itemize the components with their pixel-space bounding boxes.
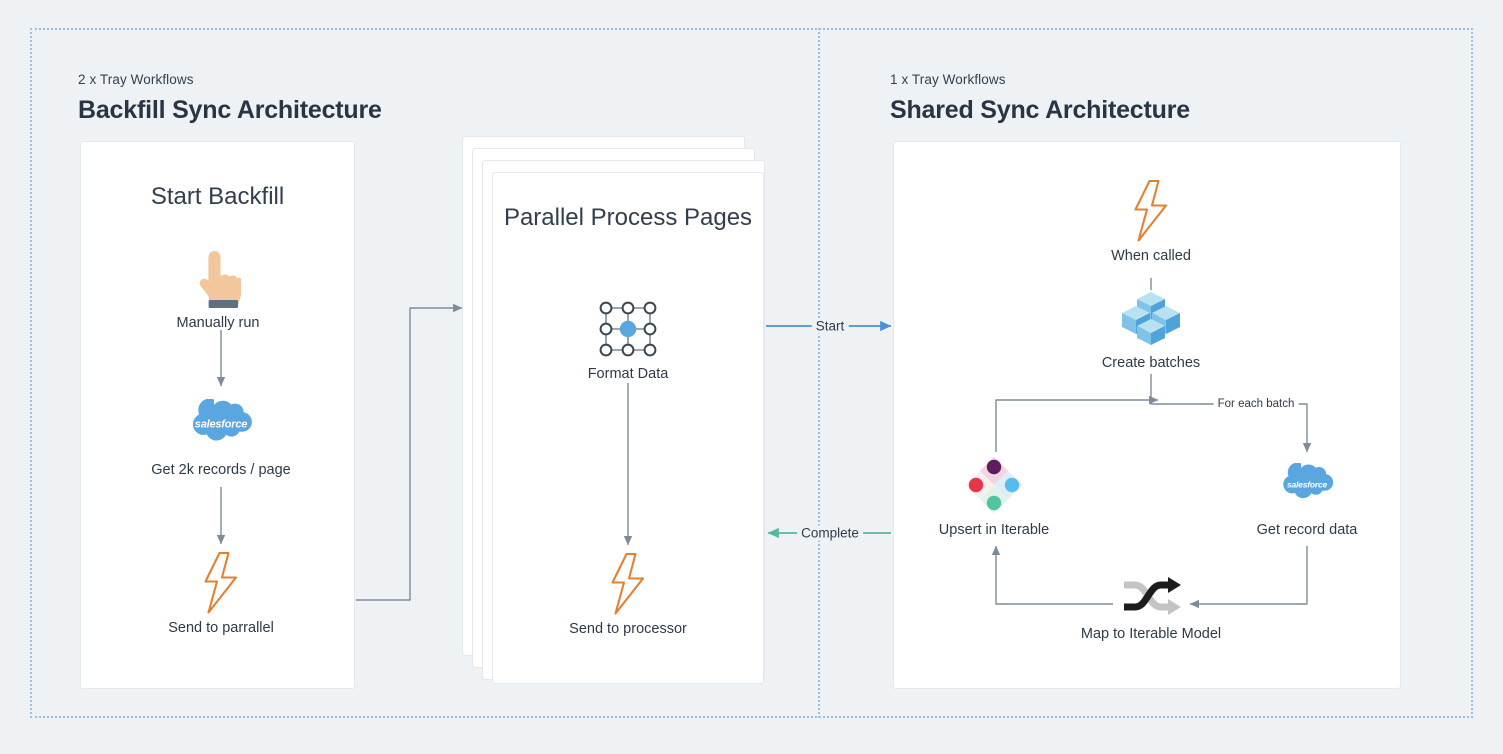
complete-connector-label: Complete <box>797 525 863 541</box>
node-label: Map to Iterable Model <box>1080 626 1222 642</box>
node-map-to-iterable-model[interactable]: Map to Iterable Model <box>1031 570 1271 642</box>
for-each-batch-label: For each batch <box>1213 398 1299 410</box>
node-send-to-parallel[interactable]: Send to parrallel <box>101 550 341 636</box>
node-label: Send to processor <box>569 621 687 637</box>
backfill-card: Start Backfill <box>80 141 355 689</box>
backfill-card-title: Start Backfill <box>150 183 285 210</box>
cubes-icon <box>1031 285 1271 351</box>
node-upsert-in-iterable[interactable]: Upsert in Iterable <box>874 452 1114 538</box>
node-manually-run[interactable]: Manually run <box>98 245 338 331</box>
salesforce-cloud-icon: salesforce <box>1187 452 1427 518</box>
node-grid-icon <box>508 296 748 362</box>
salesforce-wordmark: salesforce <box>194 418 248 431</box>
salesforce-wordmark: salesforce <box>1286 479 1328 490</box>
node-label: Format Data <box>587 366 669 382</box>
node-label: Manually run <box>176 315 260 331</box>
lightning-bolt-icon <box>508 551 748 617</box>
node-create-batches[interactable]: Create batches <box>1031 285 1271 371</box>
node-label: Create batches <box>1101 355 1201 371</box>
node-format-data[interactable]: Format Data <box>508 296 748 382</box>
lightning-bolt-icon <box>1031 178 1271 244</box>
left-section-title: Backfill Sync Architecture <box>78 96 382 124</box>
right-section-title: Shared Sync Architecture <box>890 96 1190 124</box>
start-connector-label: Start <box>811 318 849 334</box>
iterable-logo-icon <box>874 452 1114 518</box>
node-label: Send to parrallel <box>168 620 274 636</box>
node-get-record-data[interactable]: salesforce Get record data <box>1187 452 1427 538</box>
node-label: When called <box>1111 248 1191 264</box>
node-label: Get record data <box>1256 522 1358 538</box>
lightning-bolt-icon <box>101 550 341 616</box>
shuffle-icon <box>1031 570 1271 622</box>
pointing-hand-icon <box>98 245 338 311</box>
node-get-2k-records[interactable]: salesforce Get 2k records / page <box>101 392 341 478</box>
outer-dotted-frame <box>30 28 1473 718</box>
left-section-eyebrow: 2 x Tray Workflows <box>78 72 194 87</box>
salesforce-cloud-icon: salesforce <box>101 392 341 458</box>
node-send-to-processor[interactable]: Send to processor <box>508 551 748 637</box>
node-when-called[interactable]: When called <box>1031 178 1271 264</box>
node-label: Upsert in Iterable <box>938 522 1050 538</box>
right-section-eyebrow: 1 x Tray Workflows <box>890 72 1006 87</box>
lane-divider <box>818 28 820 718</box>
parallel-card-title: Parallel Process Pages <box>503 204 753 231</box>
node-label: Get 2k records / page <box>151 462 291 478</box>
